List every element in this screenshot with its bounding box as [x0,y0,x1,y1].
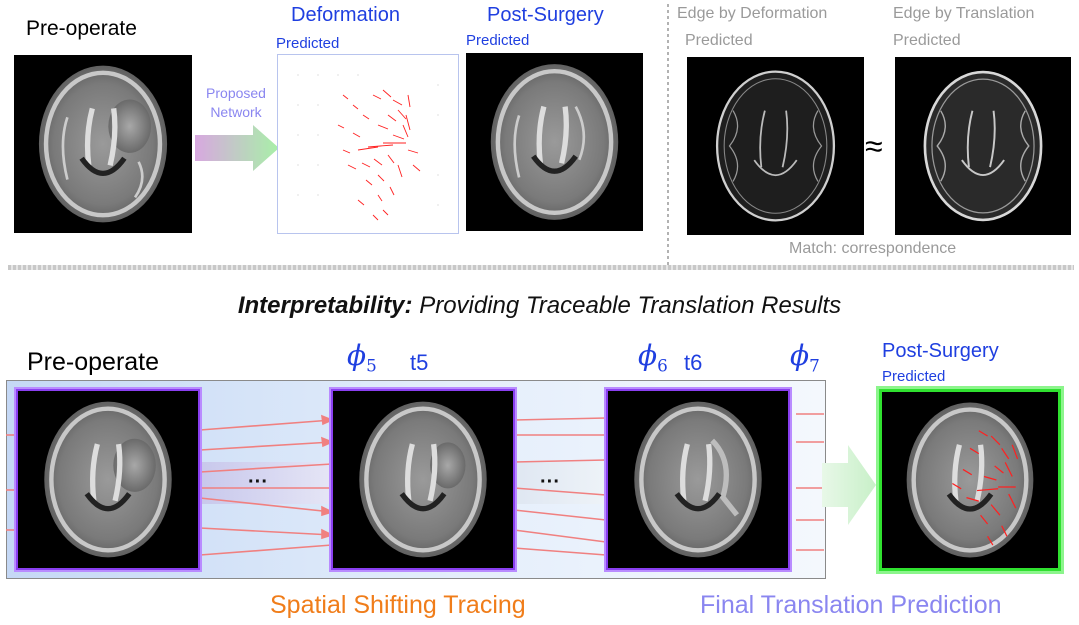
trace-frame-t6 [608,391,788,568]
proposed-network-arrow [195,125,279,171]
bottom-pre-operate-label: Pre-operate [27,348,160,376]
t6-label: t6 [684,350,703,375]
final-prediction-arrow [822,445,876,525]
edge-translation-image [895,57,1071,235]
deformation-vector-field [297,74,439,221]
edge-deformation-predicted-label: Predicted [685,32,753,49]
post-surgery-title: Post-Surgery [487,4,604,26]
interpretability-title: Interpretability: Providing Traceable Tr… [237,292,842,319]
spatial-shifting-tracing-label: Spatial Shifting Tracing [270,591,526,619]
deformation-field-panel [277,54,459,234]
section-divider-vertical [667,4,669,266]
trace-frame-t5 [333,391,513,568]
deformation-predicted-label: Predicted [276,35,340,52]
overlay-vector-field [952,430,1019,546]
section-divider-horizontal [8,265,1074,270]
final-translation-prediction-label: Final Translation Prediction [700,591,1002,619]
top-pre-operate-label: Pre-operate [26,17,137,40]
final-prediction-mri [882,392,1058,568]
trace-lines [6,413,824,556]
bottom-post-surgery-predicted-label: Predicted [882,368,946,385]
trace-frame-pre-operate [18,391,198,568]
edge-translation-title: Edge by Translation [893,5,1035,22]
deformation-title: Deformation [291,4,400,26]
dots-band-2 [515,462,608,504]
t5-label: t5 [410,350,429,375]
dots-2: ··· [540,471,560,493]
dots-band-1 [200,462,335,504]
edge-translation-predicted-label: Predicted [893,32,961,49]
bottom-post-surgery-title: Post-Surgery [882,340,999,362]
match-correspondence-label: Match: correspondence [789,240,957,257]
approx-symbol: ≈ [865,128,883,164]
edge-deformation-title: Edge by Deformation [677,5,828,22]
post-surgery-predicted-mri [466,53,643,231]
phi7-label: ϕ7 [790,339,820,376]
proposed-network-label: Proposed Network [206,85,266,120]
phi5-label: ϕ5 [347,339,377,376]
phi6-label: ϕ6 [638,339,668,376]
dots-1: ··· [248,471,268,493]
edge-deformation-image [687,57,864,235]
post-surgery-predicted-label: Predicted [466,32,530,49]
pre-operate-mri [14,55,192,233]
